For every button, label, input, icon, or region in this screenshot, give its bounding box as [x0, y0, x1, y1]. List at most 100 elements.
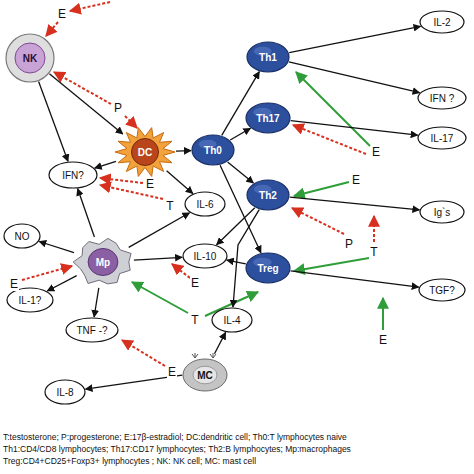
cytokine-node: IL-2 — [419, 10, 465, 34]
cytokine-name: IL-17 — [431, 133, 454, 144]
receptor-symbol — [192, 353, 216, 358]
key-note: T:testosterone; P:progesterone; E:17β-es… — [3, 432, 347, 442]
node-text-holder: TGF? — [418, 278, 466, 302]
cell-node: DC — [114, 126, 176, 178]
cytokine-name: IL-1? — [19, 295, 42, 306]
cytokine-oval — [45, 380, 85, 404]
dendritic-cell-nucleus — [131, 138, 158, 165]
connector-arrow — [94, 288, 99, 317]
cytokine-oval — [7, 288, 53, 312]
hormone-letter: T — [165, 199, 174, 213]
node-text-holder: Th0 — [191, 134, 235, 166]
cytokine-name: IL-6 — [196, 199, 213, 210]
cell-node: Mp — [72, 236, 134, 288]
hormone-letter: P — [113, 101, 123, 115]
cell-node: Th17 — [245, 102, 291, 134]
cytokine-name: IL-10 — [194, 251, 217, 262]
node-text-holder: Th1 — [246, 41, 290, 73]
hormone-letter: E — [145, 177, 155, 191]
node-text-holder: IFN? — [48, 161, 98, 189]
lymphocyte-cell — [247, 180, 289, 210]
connector-arrow — [47, 276, 76, 291]
cytokine-name: Ig`s — [434, 207, 451, 218]
cell-name: Th1 — [259, 52, 277, 63]
cytokine-oval — [420, 11, 464, 33]
macrophage-body — [73, 238, 131, 284]
cytokine-oval — [419, 279, 465, 301]
node-text-holder: NO — [3, 223, 41, 249]
node-text-holder: Th17 — [245, 102, 291, 134]
connector-arrow — [39, 242, 74, 253]
macrophage-nucleus — [88, 248, 118, 275]
node-text-holder: Ig`s — [419, 200, 465, 224]
cytokine-oval — [212, 308, 252, 332]
connector-arrow — [290, 197, 420, 210]
cytokine-name: IL-2 — [433, 17, 450, 28]
cytokine-node: IL-8 — [44, 379, 86, 405]
cytokine-node: TNF -? — [65, 317, 119, 343]
cytokine-oval — [418, 127, 466, 149]
cell-name: NK — [23, 53, 37, 64]
node-text-holder: Mp — [72, 236, 134, 288]
cytokine-node: IL-6 — [184, 191, 226, 217]
cell-name: Th17 — [256, 113, 279, 124]
hormone-letter: E — [378, 333, 388, 347]
mast-cell-nucleus — [193, 366, 217, 384]
cytokine-oval — [183, 244, 227, 268]
hormone-letter: E — [167, 365, 177, 379]
cell-name: MC — [197, 370, 213, 381]
cell-node: NK — [5, 33, 55, 83]
cytokine-node: IL-4 — [211, 307, 253, 333]
cell-name: Mp — [96, 257, 110, 268]
node-text-holder: DC — [114, 126, 176, 178]
mast-cell-body — [183, 359, 227, 391]
node-text-holder: TNF -? — [65, 317, 119, 343]
cell-name: Th2 — [259, 190, 277, 201]
connector-arrow — [95, 161, 116, 168]
cell-node: MC — [182, 352, 228, 392]
cytokine-name: IFN? — [62, 170, 84, 181]
node-text-holder: IFN ? — [417, 86, 467, 110]
nk-cell-body — [6, 34, 54, 82]
cytokine-node: IL-10 — [182, 243, 228, 269]
cell-name: Treg — [257, 263, 278, 274]
cytokine-node: TGF? — [418, 278, 466, 302]
connector-arrow — [289, 62, 420, 93]
cell-node: Th1 — [246, 41, 290, 73]
cytokine-node: IL-17 — [417, 126, 467, 150]
cytokine-node: IFN ? — [417, 86, 467, 110]
connector-arrow — [291, 271, 419, 287]
cytokine-name: IL-8 — [56, 387, 73, 398]
cytokine-oval — [66, 318, 118, 342]
cytokine-name: TNF -? — [76, 325, 107, 336]
dendritic-cell-body — [115, 128, 175, 177]
node-text-holder: MC — [182, 352, 228, 392]
cell-name: DC — [138, 147, 152, 158]
node-text-holder: IL-2 — [419, 10, 465, 34]
cytokine-node: IFN? — [48, 161, 98, 189]
cell-node: Treg — [245, 252, 291, 284]
node-text-holder: IL-10 — [182, 243, 228, 269]
connector-arrow — [167, 171, 193, 194]
cell-node: Th0 — [191, 134, 235, 166]
cytokine-oval — [418, 87, 466, 109]
node-text-holder: IL-6 — [184, 191, 226, 217]
connector-arrow — [289, 26, 420, 52]
cell-node: Th2 — [246, 179, 290, 211]
lymphocyte-cell — [192, 135, 234, 165]
cytokine-oval — [49, 162, 97, 188]
hormone-letter: P — [344, 237, 354, 251]
node-text-holder: IL-17 — [417, 126, 467, 150]
lymphocyte-cell — [246, 253, 290, 283]
hormone-letter: T — [369, 245, 378, 259]
node-text-holder: NK — [5, 33, 55, 83]
cytokine-node: Ig`s — [419, 200, 465, 224]
connector-arrow — [134, 257, 182, 260]
hormone-letter: E — [57, 7, 67, 21]
cytokine-oval — [185, 192, 225, 216]
cytokine-name: NO — [15, 231, 30, 242]
cytokine-oval — [420, 201, 464, 223]
hormone-letter: T — [190, 313, 199, 327]
connector-arrow — [129, 213, 190, 248]
